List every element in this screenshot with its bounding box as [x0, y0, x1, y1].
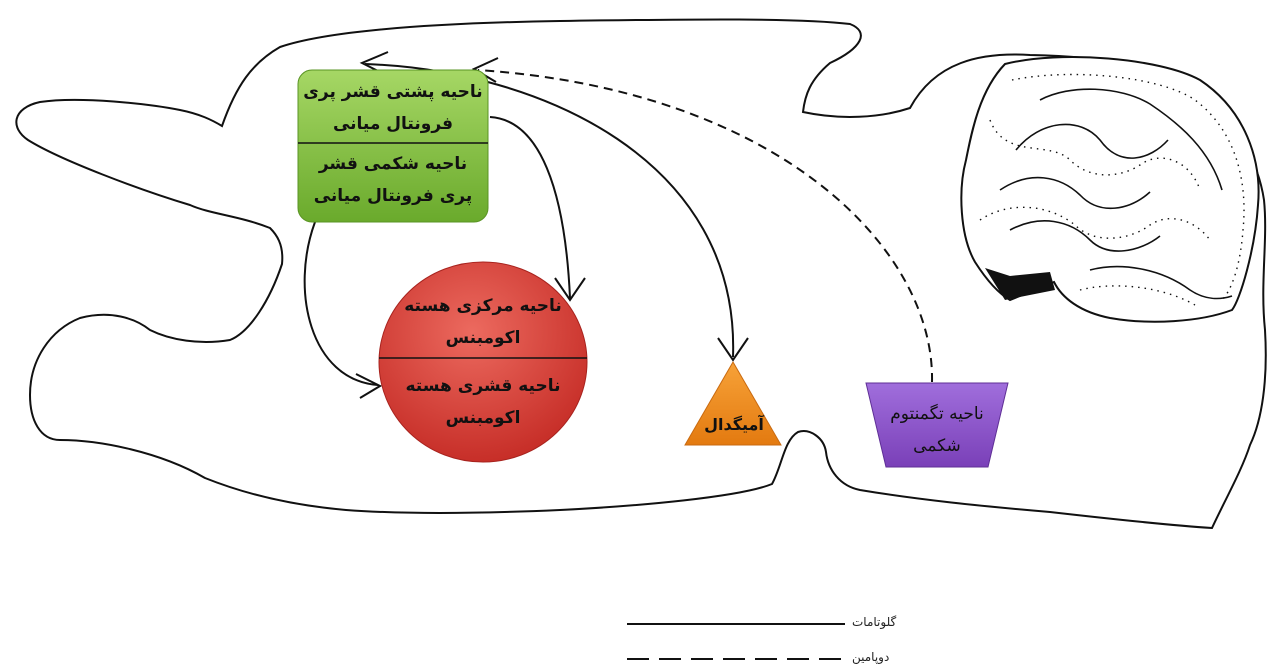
label-nac-shell: ناحیه قشری هسته اکومبنس — [405, 376, 561, 429]
arrow-head — [355, 373, 383, 399]
label-prelimbic: ناحیه پشتی قشر پری فرونتال میانی — [303, 82, 483, 135]
accumbens-circle — [378, 261, 588, 463]
glutamate-arrow-pfc-to-core — [489, 116, 571, 299]
legend-dopamine-label: دوپامین — [852, 650, 890, 664]
prefrontal-box — [297, 69, 489, 223]
vta-trapezoid — [865, 382, 1009, 468]
label-infralimbic: ناحیه شکمی قشر پری فرونتال میانی — [313, 154, 473, 207]
label-vta: ناحیه تگمنتوم شکمی — [890, 404, 984, 457]
legend-glutamate-label: گلوتامات — [852, 615, 897, 629]
dopamine-arrow-vta-to-pfc — [477, 69, 934, 383]
brain-outline — [15, 18, 1267, 530]
label-amygdala: آمیگدال — [704, 415, 764, 434]
cerebellum-icon — [960, 56, 1260, 323]
amygdala-triangle — [684, 361, 782, 446]
glutamate-arrow-pfc-to-shell — [303, 221, 379, 386]
arrow-head — [717, 337, 749, 362]
arrow-head — [554, 277, 586, 302]
arrow-head — [471, 57, 499, 83]
label-nac-core: ناحیه مرکزی هسته اکومبنس — [404, 296, 562, 349]
